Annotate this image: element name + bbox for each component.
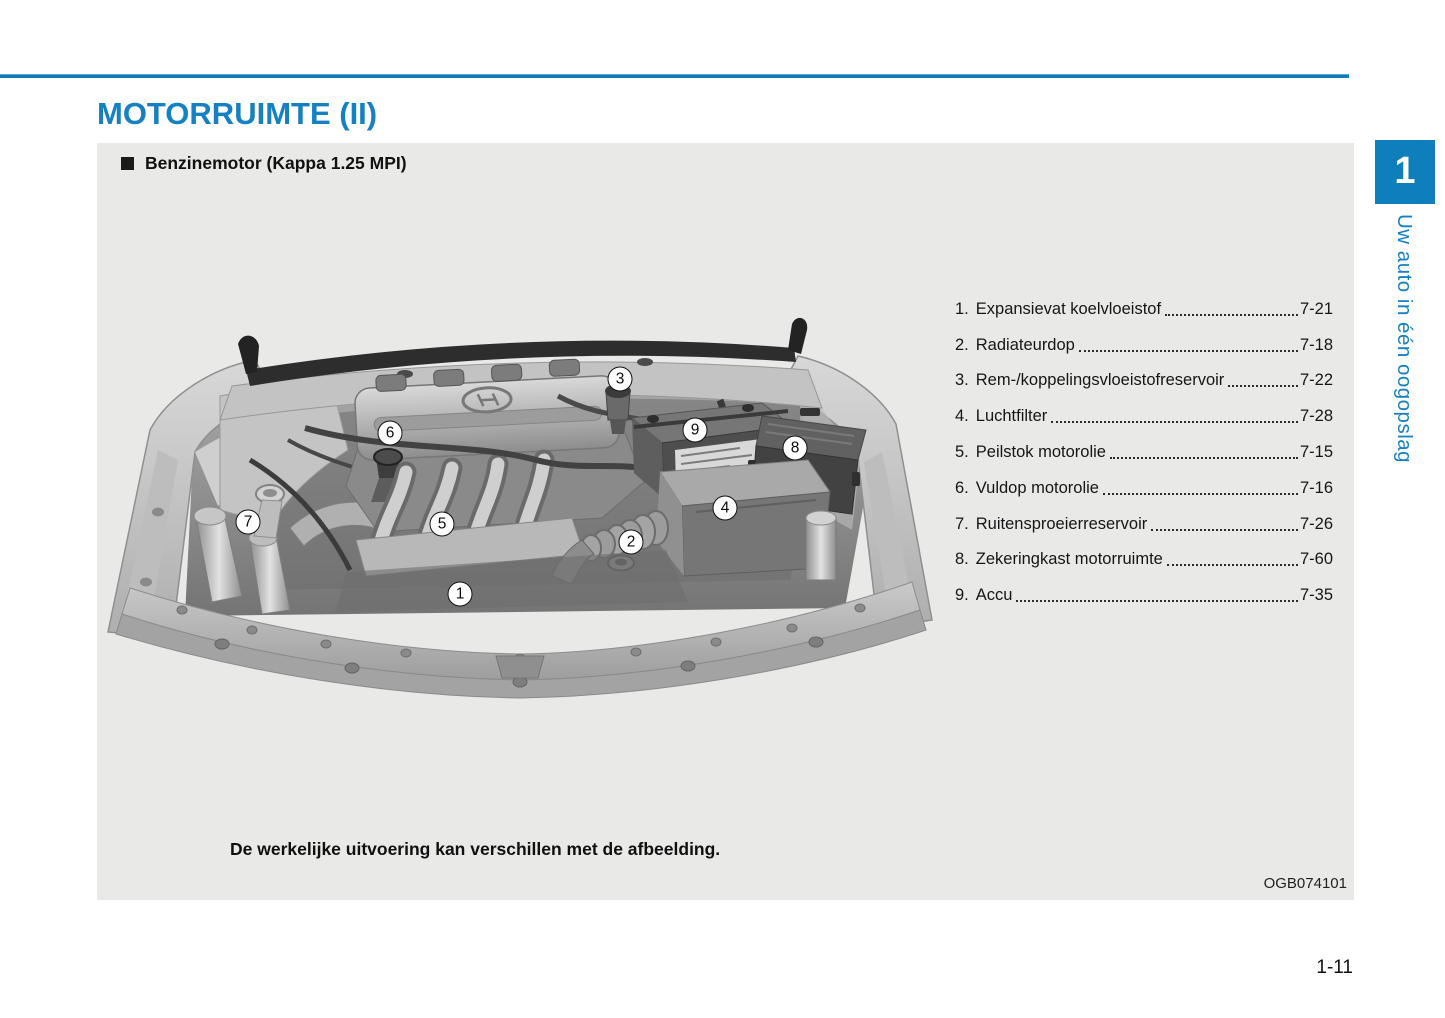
dot-leader: [1151, 528, 1298, 531]
dot-leader: [1110, 456, 1298, 459]
engine-illustration: [107, 317, 933, 699]
section-header-label: Benzinemotor (Kappa 1.25 MPI): [145, 153, 407, 173]
callout-6: 6: [377, 420, 403, 446]
dot-leader: [1102, 492, 1298, 495]
page-number: 1-11: [1316, 957, 1353, 978]
chapter-number: 1: [1394, 150, 1416, 192]
callout-2: 2: [618, 529, 644, 555]
callout-9: 9: [682, 417, 708, 443]
page-title: MOTORRUIMTE (II): [97, 96, 378, 131]
header-rule: [0, 74, 1349, 78]
callout-8: 8: [782, 435, 808, 461]
dot-leader: [1078, 349, 1298, 352]
section-header: Benzinemotor (Kappa 1.25 MPI): [121, 153, 407, 174]
callout-5: 5: [429, 511, 455, 537]
callout-1: 1: [447, 581, 473, 607]
chapter-number-box: 1: [1375, 140, 1435, 204]
callout-4: 4: [712, 495, 738, 521]
dot-leader: [1228, 385, 1298, 388]
dot-leader: [1016, 600, 1298, 603]
disclaimer-note: De werkelijke uitvoering kan verschillen…: [230, 839, 721, 859]
chapter-title-vertical: Uw auto in één oogopslag: [1393, 214, 1416, 464]
content-panel: Benzinemotor (Kappa 1.25 MPI): [97, 143, 1354, 900]
dot-leader: [1166, 564, 1298, 567]
square-bullet-icon: [121, 157, 134, 170]
figure-code: OGB074101: [1263, 875, 1347, 892]
engine-compartment-figure: 1 2 3 4 5 6 7 8 9: [100, 300, 940, 700]
dot-leader: [1051, 421, 1298, 424]
callout-3: 3: [607, 366, 633, 392]
callout-7: 7: [235, 509, 261, 535]
dot-leader: [1165, 313, 1298, 316]
